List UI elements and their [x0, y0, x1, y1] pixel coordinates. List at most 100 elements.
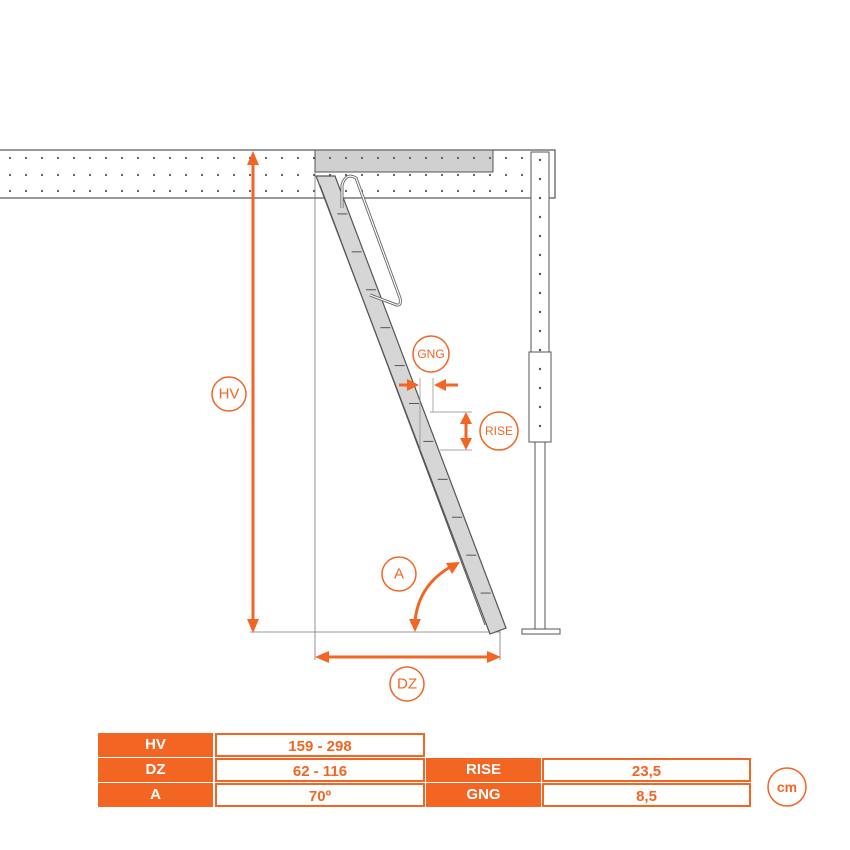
- slab-hole: [456, 189, 460, 193]
- slab-hole: [440, 173, 444, 177]
- slab-hole: [280, 173, 284, 177]
- slab-hole: [120, 173, 124, 177]
- post-hole: [538, 348, 542, 352]
- support-post-lower: [528, 351, 552, 443]
- slab-hole: [40, 156, 44, 160]
- slab-hole: [168, 173, 172, 177]
- slab-hole: [56, 173, 60, 177]
- slab-hole: [312, 173, 316, 177]
- rise-badge: [479, 411, 519, 451]
- gng-badge: [412, 335, 450, 373]
- slab-hole: [88, 189, 92, 193]
- post-hole: [538, 196, 542, 200]
- slab-hole: [184, 173, 188, 177]
- slab-hole: [472, 156, 476, 160]
- slab-hole: [344, 173, 348, 177]
- slab-hole: [56, 156, 60, 160]
- hv-badge: [211, 376, 247, 412]
- slab-hole: [456, 156, 460, 160]
- slab-hole: [296, 189, 300, 193]
- spec-key: A: [98, 783, 213, 807]
- spec-value: 23,5: [542, 758, 751, 782]
- slab-hole: [40, 173, 44, 177]
- slab-hole: [264, 156, 268, 160]
- slab-hole: [168, 156, 172, 160]
- post-hole: [538, 329, 542, 333]
- spec-value: 70º: [215, 783, 425, 807]
- slab-hole: [504, 173, 508, 177]
- slab-hole: [472, 173, 476, 177]
- slab-hole: [56, 189, 60, 193]
- slab-hole: [344, 189, 348, 193]
- slab-hole: [488, 156, 492, 160]
- slab-hole: [72, 173, 76, 177]
- slab-hole: [392, 156, 396, 160]
- ladder-stile: [315, 175, 507, 635]
- slab-hole: [216, 173, 220, 177]
- slab-hole: [408, 156, 412, 160]
- slab-hole: [88, 173, 92, 177]
- slab-hole: [296, 173, 300, 177]
- ladder-drawing: [0, 149, 561, 660]
- slab-hole: [136, 189, 140, 193]
- slab-hole: [232, 156, 236, 160]
- slab-hole: [200, 156, 204, 160]
- slab-hole: [216, 189, 220, 193]
- a-badge: [381, 556, 417, 592]
- slab-hole: [8, 156, 12, 160]
- dz-badge: [389, 666, 425, 702]
- slab-hole: [488, 189, 492, 193]
- slab-hole: [360, 173, 364, 177]
- slab-hole: [440, 156, 444, 160]
- slab-hole: [120, 156, 124, 160]
- slab-hole: [8, 173, 12, 177]
- slab-hole: [152, 156, 156, 160]
- slab-hole: [488, 173, 492, 177]
- slab-hole: [184, 189, 188, 193]
- slab-hole: [424, 156, 428, 160]
- post-holes: [538, 158, 542, 428]
- slab-hole: [408, 173, 412, 177]
- slab-hole: [232, 189, 236, 193]
- slab-hole: [104, 156, 108, 160]
- slab-hole: [504, 156, 508, 160]
- slab-hole: [456, 173, 460, 177]
- ladder-rungs: [337, 213, 491, 594]
- slab-hole: [104, 189, 108, 193]
- unit-label: cm: [777, 779, 797, 795]
- slab-hole: [40, 189, 44, 193]
- slab-hole: [376, 156, 380, 160]
- slab-hole: [296, 156, 300, 160]
- slab-hole: [72, 156, 76, 160]
- slab-hole: [232, 173, 236, 177]
- slab-hole: [392, 173, 396, 177]
- spec-value: 8,5: [542, 783, 751, 807]
- post-hole: [538, 310, 542, 314]
- slab-hole: [248, 173, 252, 177]
- slab-hole: [8, 189, 12, 193]
- spec-key: HV: [98, 733, 213, 757]
- unit-badge: [767, 767, 807, 807]
- angle-arc: [413, 564, 453, 623]
- dz-label: DZ: [397, 676, 417, 693]
- slab-hole: [440, 189, 444, 193]
- slab-hole: [24, 189, 28, 193]
- post-hole: [538, 424, 542, 428]
- post-hole: [538, 405, 542, 409]
- slab-hole: [280, 156, 284, 160]
- dimensions: [211, 151, 807, 807]
- slab-hole: [344, 156, 348, 160]
- gng-label: GNG: [417, 347, 444, 361]
- spec-key: GNG: [426, 783, 541, 807]
- spec-key: RISE: [426, 758, 541, 782]
- spec-value: 62 - 116: [215, 758, 425, 782]
- support-post-bottom: [534, 441, 546, 631]
- slab-hole: [152, 189, 156, 193]
- hatch-cover-panel: [314, 149, 494, 173]
- slab-hole: [264, 173, 268, 177]
- slab-hole: [24, 156, 28, 160]
- slab-hole: [520, 189, 524, 193]
- slab-hole: [328, 156, 332, 160]
- spec-key: DZ: [98, 758, 213, 782]
